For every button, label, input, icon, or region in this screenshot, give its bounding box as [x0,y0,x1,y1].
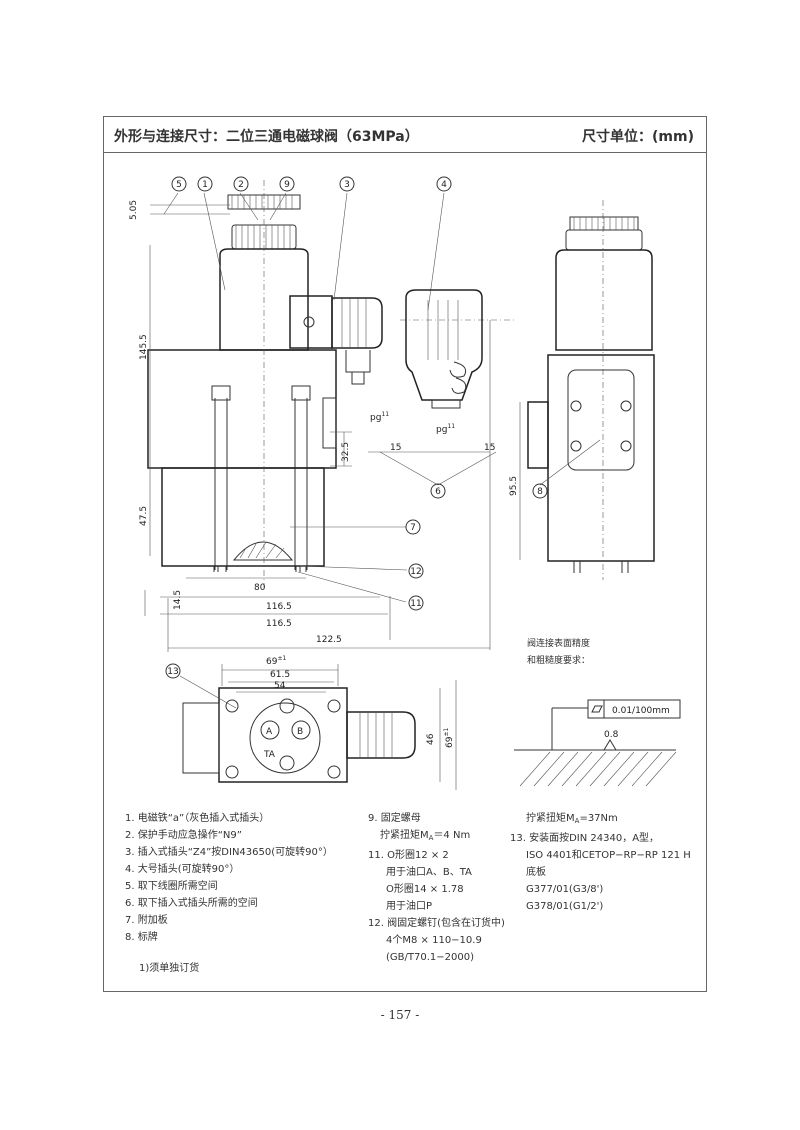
surface-caption: 阀连接表面精度 和粗糙度要求： [527,636,590,670]
note-12-c: (GB/T70.1−2000) [386,952,474,963]
note-torque-37: 拧紧扭矩MA=37Nm [526,813,618,825]
valve-body [147,349,337,469]
note-8: 8. 标牌 [125,932,158,943]
unit-label: 尺寸单位：(mm) [582,129,694,145]
balloon-12: 12 [410,567,421,577]
page-title: 外形与连接尺寸：二位三通电磁球阀（63MPa） [114,129,419,145]
dim-122-5: 122.5 [316,635,342,645]
balloon-8: 8 [537,487,543,497]
balloon-4: 4 [441,180,447,190]
pg-label-b: pg11 [436,423,455,435]
roughness-value: 0.8 [604,730,619,740]
note-6: 6. 取下插入式插头所需的空间 [125,898,258,909]
dim-46: 46 [426,733,436,745]
dim-54: 54 [274,681,286,691]
front-view: 5 1 2 9 3 4 6 7 12 11 5.05 145.5 32.5 47… [129,176,515,652]
balloon-2: 2 [238,180,244,190]
note-11: 11. O形圈12 × 2 [368,850,449,861]
port-ta: TA [263,750,276,760]
balloon-9: 9 [284,180,290,190]
note-13-c: 底板 [526,867,546,878]
note-9-torque: 拧紧扭矩MA＝4 Nm [380,830,471,842]
notes-mid: 9. 固定螺母 拧紧扭矩MA＝4 Nm 11. O形圈12 × 2 用于油口A、… [368,810,505,966]
surface-line-2: 和粗糙度要求： [527,656,591,666]
notes-right: 拧紧扭矩MA=37Nm 13. 安装面按DIN 24340，A型， ISO 44… [510,810,691,915]
balloon-13: 13 [167,667,178,677]
note-12: 12. 阀固定螺钉(包含在订货中) [368,918,505,929]
flatness-value: 0.01/100mm [612,706,670,716]
side-view: 95.5 8 [509,200,655,580]
side-body [547,354,655,562]
dim-61-5: 61.5 [270,670,290,680]
note-1: 1. 电磁铁“a”（灰色插入式插头） [125,813,270,824]
note-13: 13. 安装面按DIN 24340，A型， [510,833,660,844]
dim-5-05: 5.05 [129,200,139,220]
ball-section [232,541,294,561]
pg-label-a: pg11 [370,411,389,423]
note-11-d: 用于油口P [386,901,433,912]
balloon-3: 3 [344,180,350,190]
top-view: A B TA 69±1 61.5 54 46 69±1 13 [165,655,457,790]
note-3: 3. 插入式插头“Z4”按DIN43650(可旋转90°） [125,847,333,858]
dim-15-b: 15 [484,443,495,453]
plug-body [405,289,483,401]
note-2: 2. 保护手动应急操作“N9” [125,830,242,841]
note-13-e: G378/01(G1/2') [526,901,604,912]
coil-body [219,248,309,351]
drawing-frame: 外形与连接尺寸：二位三通电磁球阀（63MPa） 尺寸单位：(mm) [103,116,707,992]
header-bar: 外形与连接尺寸：二位三通电磁球阀（63MPa） 尺寸单位：(mm) [104,117,706,153]
note-9: 9. 固定螺母 [368,813,421,824]
notes-left: 1. 电磁铁“a”（灰色插入式插头） 2. 保护手动应急操作“N9” 3. 插入… [125,810,333,977]
dim-15-a: 15 [390,443,401,453]
pg-nut [345,350,371,373]
dim-14-5: 14.5 [173,590,183,610]
note-5: 5. 取下线圈所需空间 [125,881,218,892]
connector-housing [289,295,333,349]
dim-80: 80 [254,583,266,593]
dim-145-5: 145.5 [139,334,149,360]
top-body [218,687,348,783]
side-coil [555,249,653,351]
note-footnote: 1)须单独订货 [139,963,200,974]
balloon-11: 11 [410,599,421,609]
dim-32-5: 32.5 [341,442,351,462]
dim-47-5: 47.5 [139,506,149,526]
balloon-7: 7 [410,523,416,533]
note-7: 7. 附加板 [125,915,168,926]
balloon-6: 6 [435,487,441,497]
dim-116-5-a: 116.5 [266,602,292,612]
balloon-1: 1 [202,180,208,190]
flatness-box [587,699,681,719]
dim-116-5-b: 116.5 [266,619,292,629]
dim-95-5: 95.5 [509,476,519,496]
note-4: 4. 大号插头(可旋转90°） [125,864,240,875]
note-13-d: G377/01(G3/8') [526,884,604,895]
plug-view: pg11 [405,289,483,435]
note-11-c: O形圈14 × 1.78 [386,884,464,895]
note-13-b: ISO 4401和CETOP−RP−RP 121 H [526,850,691,861]
balloon-5: 5 [176,180,182,190]
dim-69: 69±1 [266,655,286,667]
note-11-b: 用于油口A、B、TA [386,867,472,878]
port-a: A [266,727,273,737]
surface-line-1: 阀连接表面精度 [527,639,591,649]
port-b: B [297,727,303,737]
nameplate [567,369,635,471]
sub-plate [161,467,325,567]
note-12-b: 4个M8 × 110−10.9 [386,935,482,946]
page-number: - 157 - [380,1008,420,1022]
dim-69-v: 69±1 [443,728,455,748]
surface-spec: 0.01/100mm 0.8 [514,699,681,787]
